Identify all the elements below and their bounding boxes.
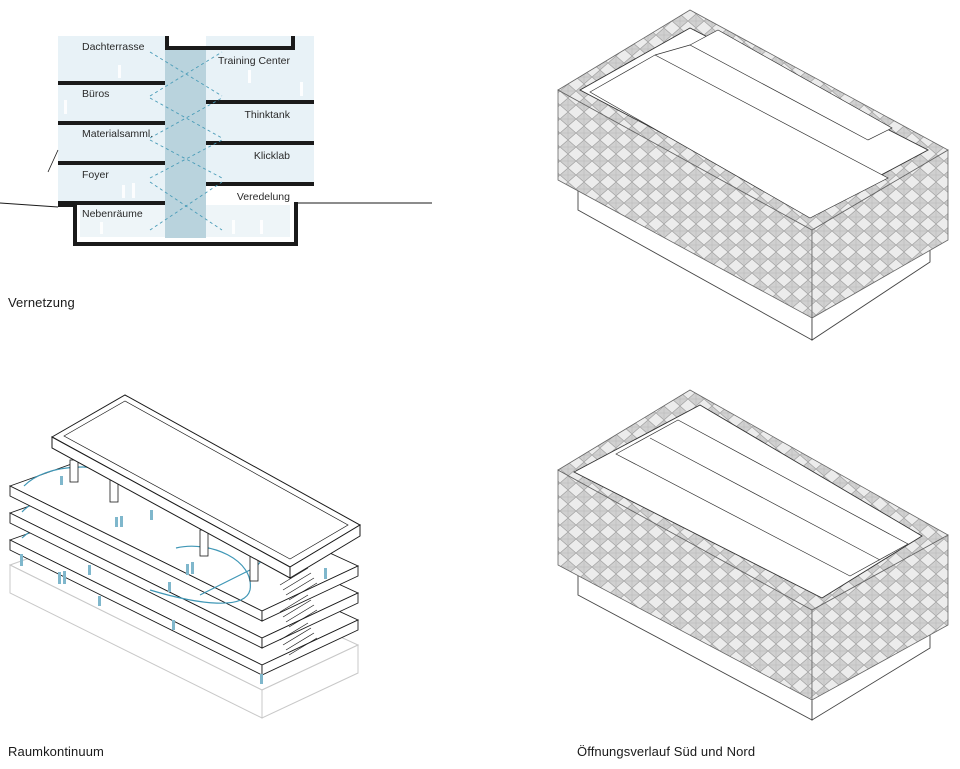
caption-vernetzung: Vernetzung xyxy=(8,295,75,310)
slabs-left xyxy=(58,81,165,205)
floor-slab-1 xyxy=(8,450,360,622)
room-label-training-center: Training Center xyxy=(218,55,290,67)
room-label-dachterrasse: Dachterrasse xyxy=(82,41,145,53)
people-figures xyxy=(20,476,327,684)
room-label-klicklab: Klicklab xyxy=(254,150,290,162)
caption-raumkontinuum: Raumkontinuum xyxy=(8,744,104,759)
roof-terrace xyxy=(579,27,929,219)
room-label-materialsammlung: Materialsamml. xyxy=(82,128,153,140)
section-diagram: Dachterrasse Büros Materialsamml. Foyer … xyxy=(0,36,432,246)
room-label-foyer: Foyer xyxy=(82,169,109,181)
facade-building-bottom xyxy=(557,389,949,721)
slabs-right xyxy=(165,36,314,186)
glass-facade-right xyxy=(206,36,314,186)
roof-slab xyxy=(50,394,362,579)
room-label-veredelung: Veredelung xyxy=(237,191,290,203)
terrain-slope xyxy=(47,149,59,173)
people-silhouettes xyxy=(64,65,303,234)
roof-terrace xyxy=(573,404,923,599)
terrain-line-left xyxy=(0,202,59,208)
room-label-bueros: Büros xyxy=(82,88,109,100)
glass-facade-left xyxy=(58,36,165,204)
stairs xyxy=(279,567,318,656)
connection-lines xyxy=(149,51,223,231)
room-label-nebenraeume: Nebenräume xyxy=(82,208,143,220)
atrium-shaft xyxy=(165,50,206,238)
space-continuum-axonometric xyxy=(8,394,362,719)
basement-walls xyxy=(58,202,298,246)
caption-oeffnungsverlauf: Öffnungsverlauf Süd und Nord xyxy=(577,744,756,759)
facade-building-top xyxy=(557,9,949,341)
room-label-thinktank: Thinktank xyxy=(244,109,290,121)
